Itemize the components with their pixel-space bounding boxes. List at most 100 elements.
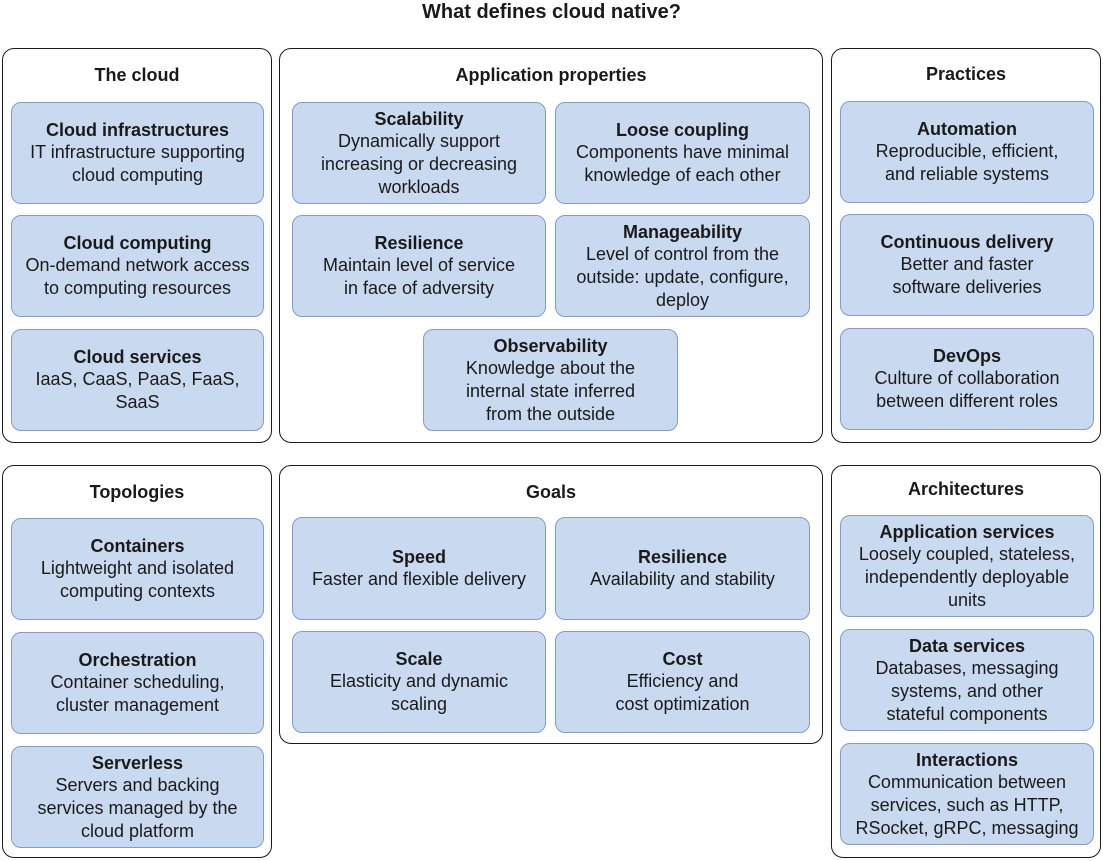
card-desc-line: to computing resources xyxy=(43,278,232,298)
card-desc-line: cloud computing xyxy=(71,165,204,185)
card-serverless: Serverless Servers and backing services … xyxy=(11,746,264,848)
card-desc-line: deploy xyxy=(655,289,710,310)
group-architectures: Architectures Application services Loose… xyxy=(831,465,1101,858)
card-title: Interactions xyxy=(915,749,1019,770)
card-desc-line: services managed by the xyxy=(37,797,238,818)
group-title-practices: Practices xyxy=(925,64,1007,84)
group-title-goals: Goals xyxy=(525,482,577,502)
card-desc-line: On-demand network access xyxy=(25,255,250,275)
card-desc-line: Knowledge about the xyxy=(465,357,636,378)
group-the-cloud: The cloud Cloud infrastructures IT infra… xyxy=(2,48,272,443)
card-desc-line: IaaS, CaaS, PaaS, FaaS, xyxy=(35,369,240,389)
card-title: Orchestration xyxy=(78,650,197,670)
card-title: Cloud infrastructures xyxy=(45,120,230,140)
card-desc-line: Maintain level of service xyxy=(322,255,516,275)
card-desc-line: IT infrastructure supporting xyxy=(30,142,245,162)
card-data-services: Data services Databases, messaging syste… xyxy=(840,629,1094,731)
card-title: Manageability xyxy=(622,221,743,242)
card-desc-line: cloud platform xyxy=(80,820,195,841)
card-desc-line: Lightweight and isolated xyxy=(40,558,235,578)
group-title-architectures: Architectures xyxy=(907,479,1025,499)
card-title: Containers xyxy=(90,536,185,556)
card-desc-line: Communication between xyxy=(867,771,1067,792)
card-desc-line: RSocket, gRPC, messaging xyxy=(855,817,1079,838)
card-title: Cloud computing xyxy=(63,233,212,253)
card-loose-coupling: Loose coupling Components have minimal k… xyxy=(555,102,810,204)
card-continuous-delivery: Continuous delivery Better and faster so… xyxy=(840,214,1094,316)
card-desc-line: SaaS xyxy=(115,392,160,412)
group-practices: Practices Automation Reproducible, effic… xyxy=(831,48,1101,443)
card-desc-line: cost optimization xyxy=(615,694,750,714)
card-title: Cost xyxy=(662,649,703,669)
card-title: Scalability xyxy=(374,108,464,129)
card-title: Continuous delivery xyxy=(880,232,1054,252)
card-desc-line: internal state inferred xyxy=(465,380,636,401)
card-desc-line: cluster management xyxy=(55,695,220,715)
card-desc-line: Elasticity and dynamic xyxy=(329,671,509,691)
card-title: Automation xyxy=(917,119,1017,139)
group-goals: Goals Speed Faster and flexible delivery… xyxy=(279,465,823,744)
card-desc-line: Better and faster xyxy=(900,254,1034,274)
card-desc-line: Culture of collaboration xyxy=(874,368,1060,388)
diagram-title: What defines cloud native? xyxy=(422,1,681,23)
card-automation: Automation Reproducible, efficient, and … xyxy=(840,101,1094,203)
card-title: Observability xyxy=(493,335,608,356)
card-title: Loose coupling xyxy=(616,120,749,140)
card-title: Speed xyxy=(391,547,447,567)
group-application-properties: Application properties Scalability Dynam… xyxy=(279,48,823,443)
card-cloud-services: Cloud services IaaS, CaaS, PaaS, FaaS, S… xyxy=(11,329,264,431)
card-desc-line: knowledge of each other xyxy=(584,165,781,185)
group-title-the-cloud: The cloud xyxy=(94,65,180,85)
card-desc-line: in face of adversity xyxy=(343,278,495,298)
card-desc-line: Reproducible, efficient, xyxy=(875,141,1059,161)
card-desc-line: Components have minimal xyxy=(575,142,790,162)
group-title-topologies: Topologies xyxy=(89,482,185,502)
card-desc-line: Servers and backing xyxy=(55,774,220,795)
card-title: Resilience xyxy=(374,233,464,253)
card-desc-line: independently deployable xyxy=(864,566,1070,587)
card-cloud-computing: Cloud computing On-demand network access… xyxy=(11,215,264,317)
card-title: Serverless xyxy=(91,752,184,773)
card-desc-line: Availability and stability xyxy=(590,569,775,589)
card-desc-line: workloads xyxy=(378,176,460,197)
card-scalability: Scalability Dynamically support increasi… xyxy=(292,102,546,204)
card-desc-line: outside: update, configure, xyxy=(576,266,789,287)
card-title: Resilience xyxy=(637,547,728,567)
card-desc-line: Databases, messaging xyxy=(875,657,1059,678)
card-desc-line: Efficiency and xyxy=(626,671,739,691)
card-desc-line: systems, and other xyxy=(890,680,1044,701)
card-interactions: Interactions Communication between servi… xyxy=(840,743,1094,845)
card-desc-line: Dynamically support xyxy=(337,130,501,151)
card-title: Application services xyxy=(879,521,1055,542)
card-desc-line: increasing or decreasing xyxy=(320,153,518,174)
card-cloud-infrastructures: Cloud infrastructures IT infrastructure … xyxy=(11,102,264,204)
card-title: DevOps xyxy=(932,346,1002,366)
card-manageability: Manageability Level of control from the … xyxy=(555,215,810,317)
group-title-application-properties: Application properties xyxy=(455,65,647,85)
card-resilience-property: Resilience Maintain level of service in … xyxy=(292,215,546,317)
card-desc-line: between different roles xyxy=(876,391,1058,411)
card-speed: Speed Faster and flexible delivery xyxy=(292,517,546,620)
card-scale: Scale Elasticity and dynamic scaling xyxy=(292,631,546,733)
card-title: Scale xyxy=(395,649,443,669)
card-desc-line: Faster and flexible delivery xyxy=(311,569,527,589)
card-application-services: Application services Loosely coupled, st… xyxy=(840,515,1094,617)
card-desc-line: stateful components xyxy=(886,703,1048,724)
card-desc-line: Container scheduling, xyxy=(50,672,225,692)
card-desc-line: Loosely coupled, stateless, xyxy=(858,543,1076,564)
card-observability: Observability Knowledge about the intern… xyxy=(423,329,678,431)
card-desc-line: scaling xyxy=(390,694,448,714)
card-title: Data services xyxy=(908,635,1026,656)
card-desc-line: Level of control from the xyxy=(585,243,780,264)
card-title: Cloud services xyxy=(73,347,202,367)
card-orchestration: Orchestration Container scheduling, clus… xyxy=(11,632,264,734)
card-desc-line: and reliable systems xyxy=(884,164,1050,184)
card-containers: Containers Lightweight and isolated comp… xyxy=(11,518,264,620)
group-topologies: Topologies Containers Lightweight and is… xyxy=(2,465,272,858)
card-desc-line: units xyxy=(947,589,987,610)
card-resilience-goal: Resilience Availability and stability xyxy=(555,517,810,620)
card-devops: DevOps Culture of collaboration between … xyxy=(840,328,1094,430)
card-desc-line: computing contexts xyxy=(59,581,216,601)
card-desc-line: from the outside xyxy=(485,403,616,424)
card-cost: Cost Efficiency and cost optimization xyxy=(555,631,810,733)
